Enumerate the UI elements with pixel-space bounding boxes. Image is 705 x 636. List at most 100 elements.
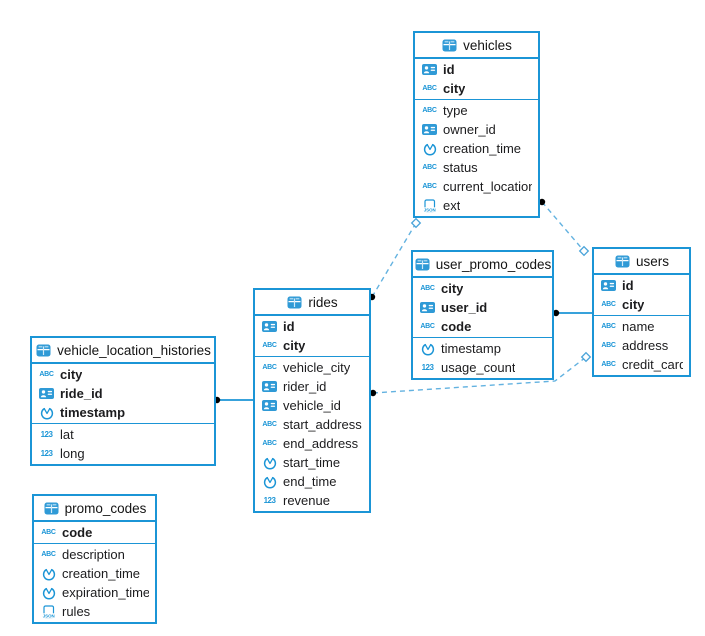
id-card-type-icon <box>261 321 278 332</box>
field-name: id <box>622 278 634 293</box>
field-name: credit_card <box>622 357 683 372</box>
field-name: ride_id <box>60 386 103 401</box>
field-name: id <box>443 62 455 77</box>
table-header[interactable]: user_promo_codes <box>413 252 552 278</box>
field-row-timestamp: timestamp <box>32 403 214 422</box>
field-row-vehicle_city: ABC vehicle_city <box>255 358 369 377</box>
field-row-id: id <box>255 317 369 336</box>
connection-rides-users[interactable] <box>372 356 587 394</box>
id-card-type-icon <box>421 64 438 75</box>
field-row-creation_time: creation_time <box>415 139 538 158</box>
field-name: vehicle_city <box>283 360 351 375</box>
table-title: vehicles <box>463 37 512 53</box>
field-name: lat <box>60 427 74 442</box>
clock-type-icon <box>40 567 57 581</box>
abc-text-type-icon: ABC <box>262 364 277 371</box>
field-name: city <box>443 81 466 96</box>
id-card-type-icon <box>421 124 438 135</box>
table-icon <box>35 344 52 357</box>
field-row-owner_id: owner_id <box>415 120 538 139</box>
table-header[interactable]: rides <box>255 290 369 316</box>
field-row-ext: JSON ext <box>415 196 538 215</box>
field-name: ext <box>443 198 461 213</box>
svg-text:JSON: JSON <box>423 207 435 212</box>
field-row-creation_time: creation_time <box>34 564 155 583</box>
connector-dot-endpoint <box>538 198 546 206</box>
table-header[interactable]: vehicle_location_histories <box>32 338 214 364</box>
table-title: vehicle_location_histories <box>57 342 211 358</box>
field-row-vehicle_id: vehicle_id <box>255 396 369 415</box>
field-name: city <box>622 297 645 312</box>
field-name: description <box>62 547 125 562</box>
field-name: city <box>283 338 306 353</box>
field-name: end_time <box>283 474 337 489</box>
field-row-id: id <box>594 276 689 295</box>
field-name: end_address <box>283 436 359 451</box>
clock-type-icon <box>421 142 438 156</box>
id-card-type-icon <box>419 302 436 313</box>
connection-vehicles-users[interactable] <box>541 201 585 252</box>
table-icon <box>414 258 431 271</box>
abc-text-type-icon: ABC <box>39 371 54 378</box>
abc-text-type-icon: ABC <box>422 85 437 92</box>
table-header[interactable]: vehicles <box>415 33 538 59</box>
field-row-user_id: user_id <box>413 298 552 317</box>
table-title: promo_codes <box>64 500 147 516</box>
field-name: creation_time <box>62 566 141 581</box>
abc-text-type-icon: ABC <box>262 440 277 447</box>
123-number-type-icon: 123 <box>40 429 53 439</box>
table-header[interactable]: users <box>594 249 689 275</box>
field-row-start_time: start_time <box>255 453 369 472</box>
field-name: name <box>622 319 655 334</box>
table-icon <box>441 39 458 52</box>
field-row-id: id <box>415 60 538 79</box>
json-type-icon: JSON <box>40 604 57 619</box>
field-name: code <box>62 525 93 540</box>
field-row-expiration_time: expiration_time <box>34 583 155 602</box>
id-card-type-icon <box>38 388 55 399</box>
abc-text-type-icon: ABC <box>422 183 437 190</box>
connection-vehicles-rides[interactable] <box>371 222 417 298</box>
abc-text-type-icon: ABC <box>422 107 437 114</box>
connector-diamond-endpoint <box>410 217 422 229</box>
field-name: long <box>60 446 85 461</box>
abc-text-type-icon: ABC <box>601 323 616 330</box>
table-title: rides <box>308 294 338 310</box>
field-name: vehicle_id <box>283 398 341 413</box>
clock-type-icon <box>40 586 57 600</box>
connector-diamond-endpoint <box>580 351 592 363</box>
field-row-lat: 123 lat <box>32 425 214 444</box>
field-name: creation_time <box>443 141 522 156</box>
123-number-type-icon: 123 <box>421 362 434 372</box>
field-name: address <box>622 338 669 353</box>
field-name: expiration_time <box>62 585 149 600</box>
field-name: id <box>283 319 295 334</box>
field-row-name: ABC name <box>594 317 689 336</box>
table-title: users <box>635 253 669 269</box>
table-header[interactable]: promo_codes <box>34 496 155 522</box>
